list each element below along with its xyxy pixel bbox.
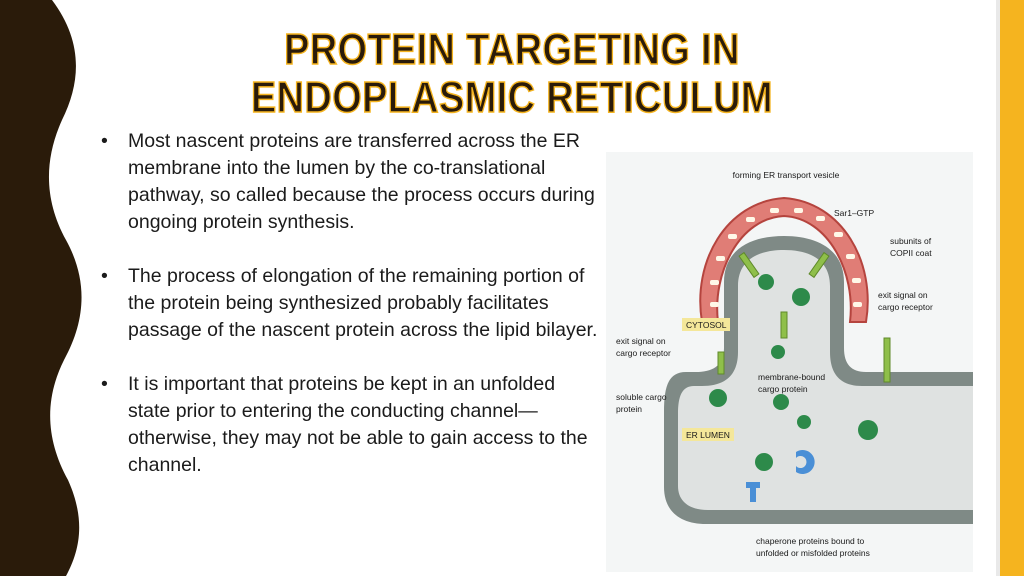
slide-title: PROTEIN TARGETING IN ENDOPLASMIC RETICUL…: [201, 25, 824, 123]
title-line-2: ENDOPLASMIC RETICULUM: [250, 73, 773, 123]
label-membrane-bound-2: cargo protein: [758, 384, 808, 394]
right-accent-band: [1000, 0, 1024, 576]
label-exit-left-1: exit signal on: [616, 336, 666, 346]
bullet-item-2: The process of elongation of the remaini…: [98, 263, 598, 344]
copii-subunits: [710, 208, 862, 307]
right-thin-stripe: [996, 0, 1000, 576]
copii-coat: [699, 196, 869, 323]
bullet-item-3: It is important that proteins be kept in…: [98, 371, 598, 479]
cargo-proteins: [709, 274, 878, 471]
er-lumen: [678, 250, 973, 510]
left-decorative-band: [0, 0, 82, 576]
label-exit-left-2: cargo receptor: [616, 348, 671, 358]
label-forming-vesicle: forming ER transport vesicle: [733, 170, 840, 180]
label-chaperone-1: chaperone proteins bound to: [756, 536, 864, 546]
er-lumen-label-bg: [682, 428, 734, 441]
label-copii-1: subunits of: [890, 236, 932, 246]
label-copii-2: COPII coat: [890, 248, 932, 258]
label-soluble-1: soluble cargo: [616, 392, 667, 402]
label-exit-right-1: exit signal on: [878, 290, 928, 300]
chaperone-proteins: [746, 450, 815, 502]
bullet-item-1: Most nascent proteins are transferred ac…: [98, 128, 598, 236]
label-er-lumen: ER LUMEN: [686, 430, 730, 440]
label-sar1: Sar1–GTP: [834, 208, 874, 218]
label-chaperone-2: unfolded or misfolded proteins: [756, 548, 870, 558]
bullet-list: Most nascent proteins are transferred ac…: [98, 128, 598, 506]
wavy-band-shape: [0, 0, 82, 576]
cargo-receptors: [717, 251, 891, 383]
cytosol-label-bg: [682, 318, 730, 331]
label-soluble-2: protein: [616, 404, 642, 414]
er-vesicle-diagram: forming ER transport vesicle Sar1–GTP su…: [606, 152, 973, 572]
title-line-1: PROTEIN TARGETING IN: [284, 25, 741, 75]
label-exit-right-2: cargo receptor: [878, 302, 933, 312]
label-membrane-bound-1: membrane-bound: [758, 372, 825, 382]
label-cytosol: CYTOSOL: [686, 320, 727, 330]
